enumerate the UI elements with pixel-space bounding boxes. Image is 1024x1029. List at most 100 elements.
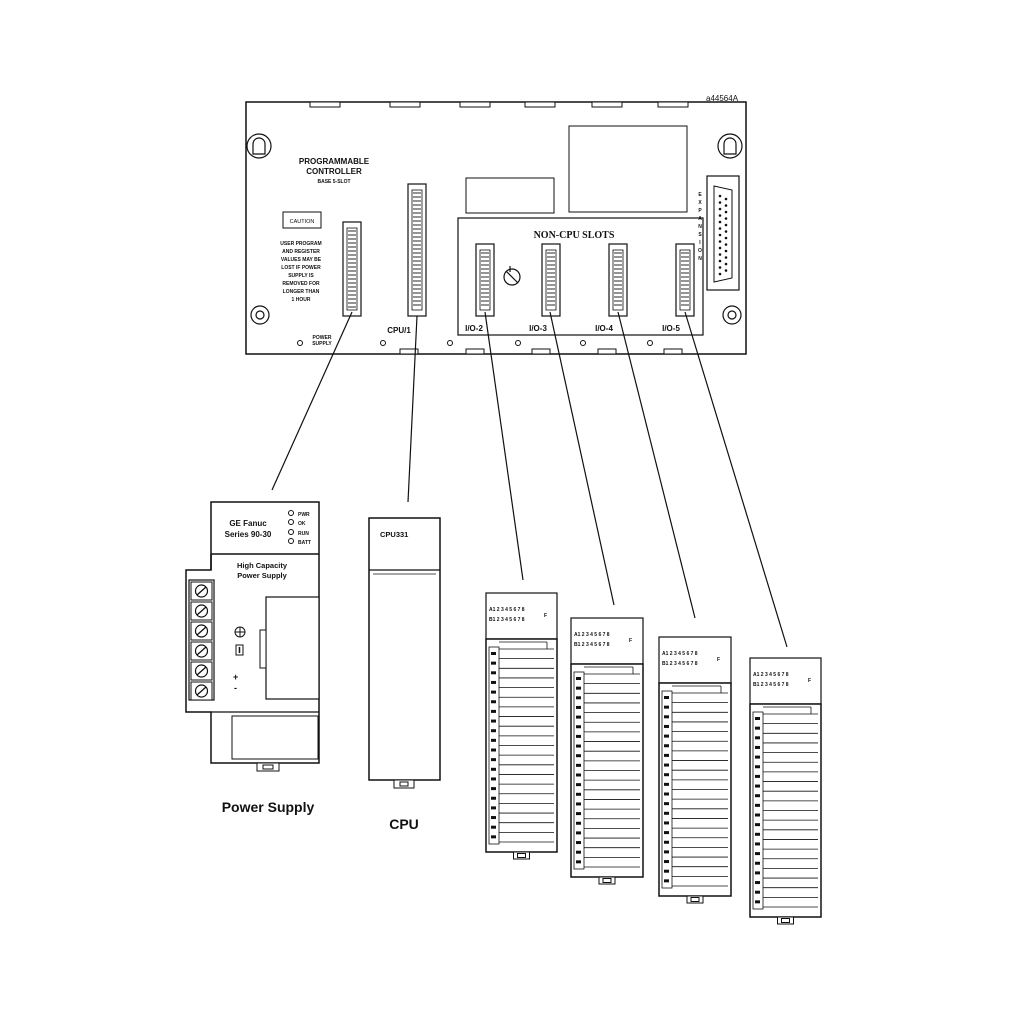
terminal-screw-icon [190,581,213,601]
io-label-row-b: B1 2 3 4 5 6 7 8 [489,617,525,623]
warning-line: LOST IF POWER [281,265,321,271]
warning-line: USER PROGRAM [280,241,321,247]
slot-connector [407,183,427,317]
slot-connector [608,243,628,317]
io-label-row-a: A1 2 3 4 5 6 7 8 [489,607,525,613]
led-label-run: RUN [298,531,309,537]
leader-io5 [684,311,788,648]
io-label-row-a: A1 2 3 4 5 6 7 8 [753,672,789,678]
terminal-screw-icon [190,661,213,681]
terminal-screw-icon [190,641,213,661]
warning-line: AND REGISTER [282,249,320,255]
led-label-batt: BATT [298,540,311,546]
cpu-caption: CPU [389,816,419,832]
led-icon [288,538,294,544]
terminal-screw-icon [190,621,213,641]
io-label-row-a: A1 2 3 4 5 6 7 8 [662,651,698,657]
leader-io2 [484,311,524,581]
baseplate-title-line1: PROGRAMMABLE [299,157,370,166]
warning-line: LONGER THAN [283,289,320,295]
slot-label-io2: I/O-2 [465,324,483,333]
slot-label-io5: I/O-5 [662,324,680,333]
ps-lower-panel [231,715,319,760]
io-label-suffix: F [717,657,720,663]
terminal-screw-icon [190,681,213,701]
io-label-suffix: F [629,638,632,644]
led-label-pwr: PWR [298,512,310,518]
baseplate: a44564A [245,94,747,355]
io-label-suffix: F [544,613,547,619]
slot-label-cpu: CPU/1 [387,326,411,335]
figure-id: a44564A [706,94,739,103]
ps-desc-line2: Power Supply [237,571,287,580]
io-label-row-b: B1 2 3 4 5 6 7 8 [574,642,610,648]
slot-label-io3: I/O-3 [529,324,547,333]
ps-cover-hinge [259,629,267,669]
leader-io4 [617,311,696,619]
io-label-suffix: F [808,678,811,684]
led-icon [288,529,294,535]
slot-connector [675,243,695,317]
cpu-model-label: CPU331 [380,530,408,539]
slot-connector [475,243,495,317]
led-icon [288,510,294,516]
baseplate-top-tabs [309,101,689,108]
mount-hole-right [722,305,742,325]
io-module: A1 2 3 4 5 6 7 8 B1 2 3 4 5 6 7 8 F [658,636,732,904]
io-label-row-b: B1 2 3 4 5 6 7 8 [753,682,789,688]
caution-box [282,211,322,229]
warning-line: REMOVED FOR [282,281,320,287]
terminal-screws [190,581,213,701]
led-label-ok: OK [298,521,306,527]
cpu-module: CPU331 CPU [368,517,441,832]
non-cpu-region [457,217,704,336]
mount-hole-left [250,305,270,325]
leader-lines [271,311,788,648]
keyhole-mount-right [717,133,743,159]
ps-brand-line1: GE Fanuc [229,519,267,528]
slot-connector [541,243,561,317]
ps-led-group: PWR OK RUN BATT [288,510,311,546]
baseplate-title-line3: BASE 5-SLOT [317,179,350,185]
warning-line: SUPPLY IS [288,273,314,279]
io-module: A1 2 3 4 5 6 7 8 B1 2 3 4 5 6 7 8 F [749,657,822,925]
baseplate-title-line2: CONTROLLER [306,167,362,176]
power-supply-module: GE Fanuc Series 90-30 PWR OK RUN BATT Hi… [185,501,320,815]
slot-connectors [342,183,695,317]
screw-symbol [503,266,521,286]
baseplate-bottom-tabs [399,348,683,355]
leader-power [271,311,353,491]
cpu-latch [393,779,415,789]
battery-icon [235,644,244,656]
ps-brand-line2: Series 90-30 [225,530,272,539]
ps-desc-line1: High Capacity [237,561,288,570]
io-module: A1 2 3 4 5 6 7 8 B1 2 3 4 5 6 7 8 F [570,617,644,885]
ground-icon [234,626,246,638]
warning-text: USER PROGRAM AND REGISTER VALUES MAY BE … [280,241,321,303]
minus-sign: - [234,683,237,693]
expansion-connector [706,175,740,291]
warning-line: 1 HOUR [292,297,311,303]
warning-line: VALUES MAY BE [281,257,322,263]
plus-sign: + [233,672,238,682]
label-area-large [568,125,688,213]
power-supply-caption: Power Supply [222,799,315,815]
ps-latch [256,762,280,772]
leader-cpu [407,315,418,503]
terminal-screw-icon [190,601,213,621]
slot-label-io4: I/O-4 [595,324,613,333]
io-label-row-b: B1 2 3 4 5 6 7 8 [662,661,698,667]
caution-label: CAUTION [290,219,315,225]
baseplate-indicator-holes [297,340,653,346]
non-cpu-label: NON-CPU SLOTS [534,230,615,241]
io-module: A1 2 3 4 5 6 7 8 B1 2 3 4 5 6 7 8 F [485,592,558,860]
label-area-small [465,177,555,214]
keyhole-mount-left [246,133,272,159]
io-label-row-a: A1 2 3 4 5 6 7 8 [574,632,610,638]
slot-connector [342,221,362,317]
leader-io3 [549,311,615,606]
